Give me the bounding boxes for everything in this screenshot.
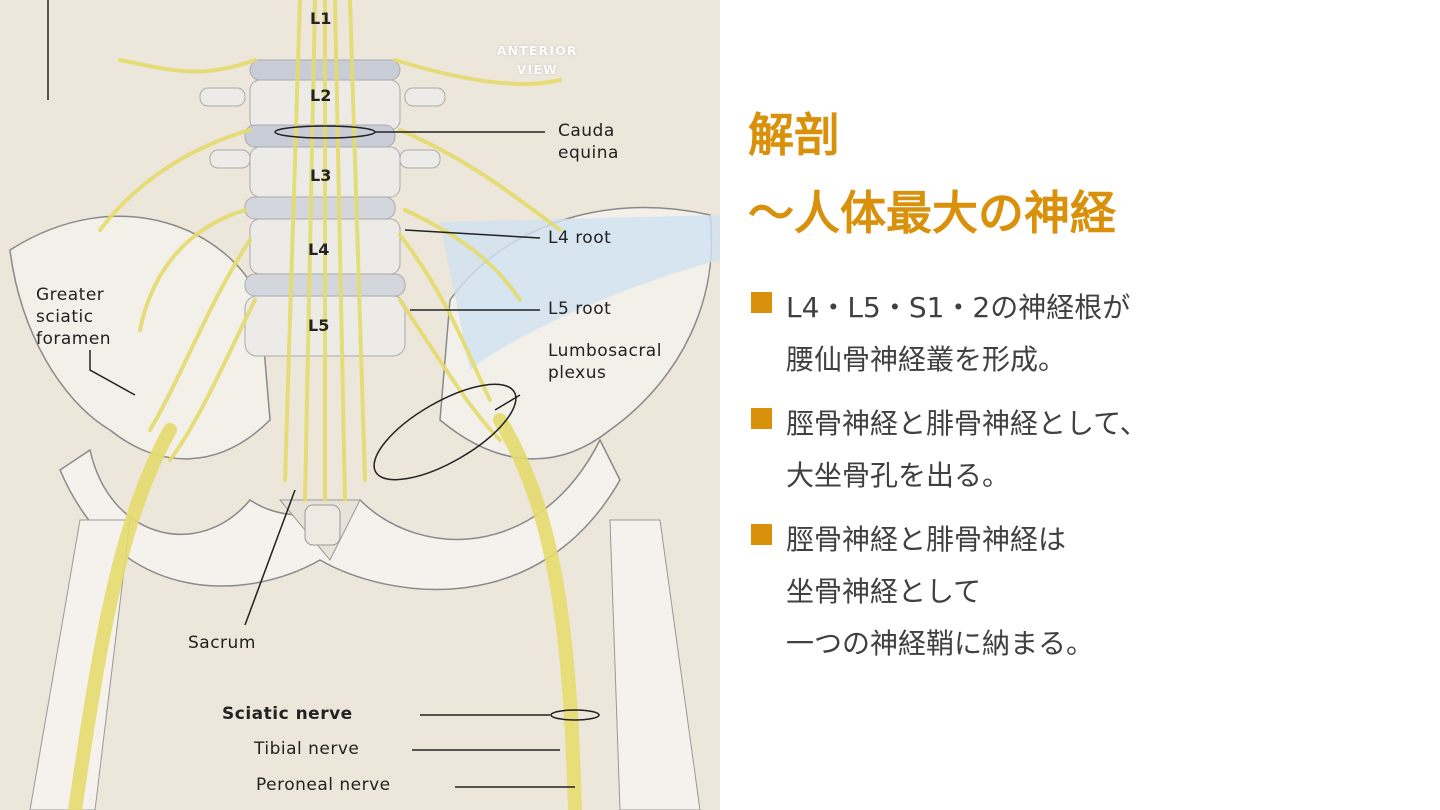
label-peroneal-nerve: Peroneal nerve (256, 775, 391, 795)
bullet-item: L4・L5・S1・2の神経根が 腰仙骨神経叢を形成。 (748, 282, 1428, 386)
label-line: Greater (36, 285, 105, 305)
label-l4-root: L4 root (548, 228, 612, 248)
lumbosacral-anatomy-drawing (9, 0, 720, 810)
bullet-line: 一つの神経鞘に納まる。 (786, 627, 1095, 660)
bullet-line: 脛骨神経と腓骨神経として、 (786, 407, 1148, 440)
label-sciatic-nerve: Sciatic nerve (222, 704, 353, 724)
title-line: ～人体最大の神経 (748, 186, 1116, 240)
label-sacrum: Sacrum (188, 633, 256, 653)
title-line: 解剖 (748, 108, 840, 162)
label-line: Lumbosacral (548, 341, 662, 361)
bullet-item: 脛骨神経と腓骨神経は 坐骨神経として 一つの神経鞘に納まる。 (748, 514, 1428, 670)
view-label-line: VIEW (516, 63, 559, 77)
bullet-line: 大坐骨孔を出る。 (786, 459, 1011, 492)
vertebra-label-l5: L5 (308, 316, 330, 335)
bullet-line: L4・L5・S1・2の神経根が (786, 291, 1131, 324)
label-line: Cauda (558, 121, 615, 141)
label-line: equina (558, 143, 619, 163)
bullet-list: L4・L5・S1・2の神経根が 腰仙骨神経叢を形成。 脛骨神経と腓骨神経として、… (748, 282, 1428, 670)
bullet-item: 脛骨神経と腓骨神経として、 大坐骨孔を出る。 (748, 398, 1428, 502)
vertebra-label-l2: L2 (310, 86, 332, 105)
anterior-view-label: ANTERIOR VIEW (497, 42, 578, 80)
label-line: sciatic (36, 307, 94, 327)
bullet-line: 脛骨神経と腓骨神経は (786, 523, 1067, 556)
vertebra-label-l3: L3 (310, 166, 332, 185)
square-bullet-icon (751, 292, 772, 313)
anatomy-illustration: ANTERIOR VIEW L1 L2 L3 L4 L5 Cauda equin… (0, 0, 720, 810)
label-cauda-equina: Cauda equina (558, 120, 619, 164)
label-line: foramen (36, 329, 112, 349)
label-tibial-nerve: Tibial nerve (254, 739, 360, 759)
bullet-line: 腰仙骨神経叢を形成。 (786, 343, 1067, 376)
vertebra-label-l4: L4 (308, 240, 330, 259)
slide-text-panel: 解剖 ～人体最大の神経 L4・L5・S1・2の神経根が 腰仙骨神経叢を形成。 脛… (748, 96, 1428, 682)
view-label-line: ANTERIOR (497, 44, 578, 58)
square-bullet-icon (751, 408, 772, 429)
label-greater-sciatic-foramen: Greater sciatic foramen (36, 284, 111, 350)
vertebra-label-l1: L1 (310, 9, 332, 28)
bullet-line: 坐骨神経として (786, 575, 982, 608)
label-l5-root: L5 root (548, 299, 612, 319)
label-lumbosacral-plexus: Lumbosacral plexus (548, 340, 662, 384)
label-line: plexus (548, 363, 607, 383)
slide-title: 解剖 ～人体最大の神経 (748, 96, 1428, 252)
square-bullet-icon (751, 524, 772, 545)
